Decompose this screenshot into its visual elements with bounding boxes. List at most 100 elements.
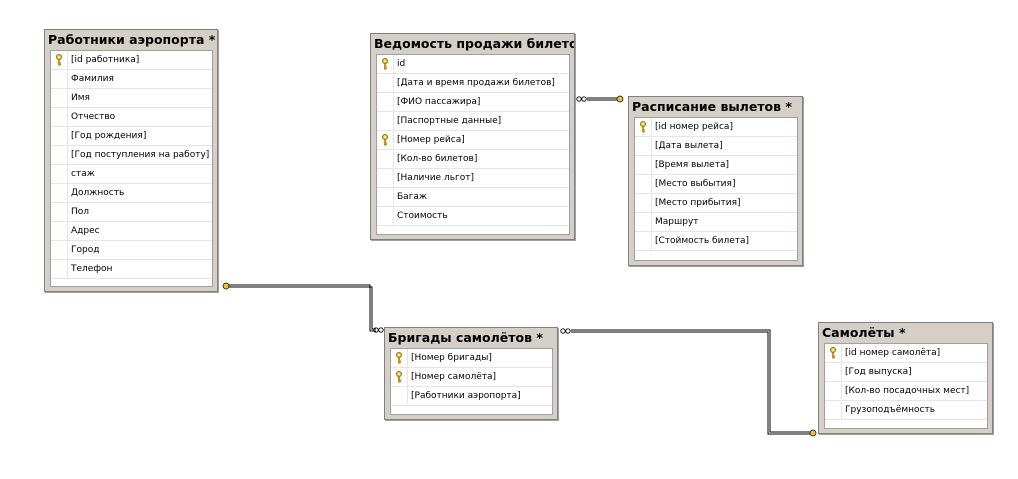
field-name: [Стоймость билета] (655, 236, 750, 246)
row-selector (377, 188, 394, 206)
field-row[interactable]: [id номер самолёта] (825, 344, 987, 363)
field-row[interactable]: [Кол-во билетов] (377, 150, 569, 169)
field-name: [Год рождения] (71, 131, 147, 141)
row-selector (635, 156, 652, 174)
field-row[interactable]: [Номер рейса] (377, 131, 569, 150)
row-selector (635, 232, 652, 250)
primary-key-icon (396, 352, 402, 364)
row-selector (51, 203, 68, 221)
field-name: [Дата и время продажи билетов] (397, 78, 555, 88)
field-name: [Кол-во билетов] (397, 154, 478, 164)
field-row[interactable]: [id работника] (51, 51, 212, 70)
field-row[interactable]: [Паспортные данные] (377, 112, 569, 131)
field-row[interactable]: [id номер рейса] (635, 118, 797, 137)
field-row[interactable]: Имя (51, 89, 212, 108)
field-row[interactable]: Фамилия (51, 70, 212, 89)
field-name: [Место выбытия] (655, 179, 736, 189)
table-title[interactable]: Расписание вылетов * (632, 99, 792, 114)
field-row[interactable]: [Место прибытия] (635, 194, 797, 213)
field-row[interactable]: [Время вылета] (635, 156, 797, 175)
field-list: [Номер бригады] [Номер самолёта] [Работник… (390, 348, 553, 415)
field-name: [id номер самолёта] (845, 348, 941, 358)
field-row[interactable]: [Место выбытия] (635, 175, 797, 194)
row-selector (377, 150, 394, 168)
table-title[interactable]: Ведомость продажи билетов * (374, 36, 574, 51)
table-employees[interactable]: Работники аэропорта * [id работника] Фами… (44, 29, 218, 292)
field-name: [Номер рейса] (397, 135, 465, 145)
row-selector (391, 349, 408, 367)
primary-key-icon (396, 371, 402, 383)
field-row[interactable]: Маршрут (635, 213, 797, 232)
table-title[interactable]: Работники аэропорта * (48, 32, 216, 47)
field-name: [id номер рейса] (655, 122, 733, 132)
primary-key-icon (382, 134, 388, 146)
row-selector (635, 137, 652, 155)
row-selector (377, 55, 394, 73)
table-title[interactable]: Бригады самолётов * (388, 330, 543, 345)
row-selector (377, 74, 394, 92)
row-selector (51, 127, 68, 145)
table-crews[interactable]: Бригады самолётов * [Номер бригады][Номе… (384, 327, 558, 420)
row-selector (51, 108, 68, 126)
field-row[interactable]: [Номер самолёта] (391, 368, 552, 387)
field-name: [id работника] (71, 55, 140, 65)
field-row[interactable]: Стоимость (377, 207, 569, 226)
field-row[interactable]: Багаж (377, 188, 569, 207)
field-row[interactable]: id (377, 55, 569, 74)
relationship-employees-crews[interactable] (229, 284, 376, 332)
field-row[interactable]: стаж (51, 165, 212, 184)
field-row[interactable]: [Год выпуска] (825, 363, 987, 382)
field-name: Стоимость (397, 211, 448, 221)
field-name: Фамилия (71, 74, 114, 84)
field-row[interactable]: Грузоподъёмность (825, 401, 987, 420)
field-row[interactable]: [Кол-во посадочных мест] (825, 382, 987, 401)
table-title[interactable]: Самолёты * (822, 325, 906, 340)
table-planes[interactable]: Самолёты * [id номер самолёта] [Год выпус… (818, 322, 993, 434)
field-row[interactable]: Должность (51, 184, 212, 203)
field-name: Адрес (71, 226, 100, 236)
row-selector (391, 368, 408, 386)
field-name: Имя (71, 93, 90, 103)
field-name: Маршрут (655, 217, 699, 227)
row-selector (51, 51, 68, 69)
field-row[interactable]: [Наличие льгот] (377, 169, 569, 188)
primary-key-icon (382, 58, 388, 70)
relationship-sales-schedule[interactable] (587, 97, 617, 101)
field-name: Отчество (71, 112, 116, 122)
field-name: [Номер самолёта] (411, 372, 497, 382)
field-row[interactable]: [Год рождения] (51, 127, 212, 146)
row-selector (825, 344, 842, 362)
field-row[interactable]: Город (51, 241, 212, 260)
row-selector (635, 175, 652, 193)
field-row[interactable]: [Работники аэропорта] (391, 387, 552, 406)
field-row[interactable]: Телефон (51, 260, 212, 279)
field-name: [Дата вылета] (655, 141, 723, 151)
field-name: [Год поступления на работу] (71, 150, 210, 160)
table-sales[interactable]: Ведомость продажи билетов * id [Дата и вр… (370, 33, 575, 240)
field-row[interactable]: Адрес (51, 222, 212, 241)
field-row[interactable]: [ФИО пассажира] (377, 93, 569, 112)
field-row[interactable]: [Дата вылета] (635, 137, 797, 156)
field-name: [Паспортные данные] (397, 116, 502, 126)
row-selector (51, 70, 68, 88)
row-selector (635, 194, 652, 212)
field-name: [Кол-во посадочных мест] (845, 386, 970, 396)
row-selector (825, 382, 842, 400)
row-selector (391, 387, 408, 405)
field-row[interactable]: Пол (51, 203, 212, 222)
primary-key-icon (830, 347, 836, 359)
field-list: [id номер самолёта] [Год выпуска] [Кол-во … (824, 343, 988, 429)
table-schedule[interactable]: Расписание вылетов * [id номер рейса] [Да… (628, 96, 803, 266)
field-row[interactable]: [Стоймость билета] (635, 232, 797, 251)
row-selector (51, 260, 68, 278)
relationship-crews-planes[interactable] (571, 329, 810, 435)
field-name: Телефон (71, 264, 113, 274)
field-row[interactable]: Отчество (51, 108, 212, 127)
field-row[interactable]: [Год поступления на работу] (51, 146, 212, 165)
row-selector (377, 112, 394, 130)
field-row[interactable]: [Дата и время продажи билетов] (377, 74, 569, 93)
field-name: id (397, 59, 406, 69)
row-selector (51, 184, 68, 202)
field-row[interactable]: [Номер бригады] (391, 349, 552, 368)
